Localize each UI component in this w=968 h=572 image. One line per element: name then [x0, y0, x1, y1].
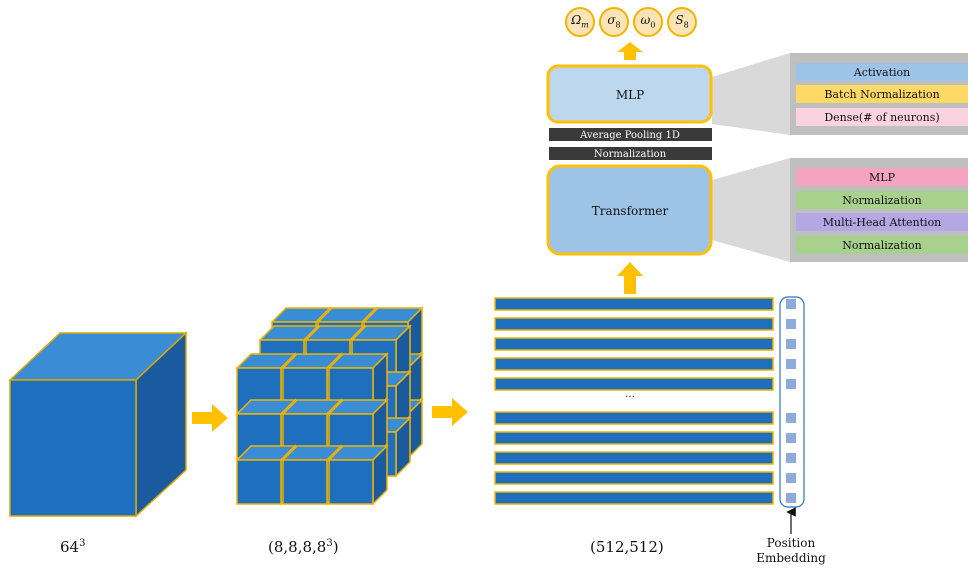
output-s-8	[667, 7, 697, 37]
position-embedding-squares	[786, 299, 796, 503]
mlp-block	[546, 64, 713, 124]
caption-sequence: (512,512)	[590, 538, 664, 556]
position-embedding-square	[786, 493, 796, 503]
token-bar	[494, 491, 774, 505]
caption-patches: (8,8,8,83)	[268, 538, 339, 556]
token-bar	[494, 377, 774, 391]
output-label-sigma-8: σ8	[607, 13, 621, 30]
arrow-cube-to-patches	[192, 404, 228, 432]
output-omega-0	[633, 7, 663, 37]
output-label-s-8: S8	[675, 13, 689, 30]
arrow-sequence-to-transformer	[617, 262, 643, 294]
transformer-detail-connector	[712, 158, 790, 262]
patch-cubes	[235, 306, 424, 506]
avg-pooling-label: Average Pooling 1D	[579, 130, 680, 141]
output-omega-m	[565, 7, 595, 37]
transformer-block-label: Transformer	[592, 204, 669, 218]
input-cube	[8, 331, 188, 518]
position-embedding-square	[786, 299, 796, 309]
position-embedding-square	[786, 319, 796, 329]
arrow-patches-to-sequence	[432, 398, 468, 426]
token-bar	[494, 451, 774, 465]
position-embedding-square	[786, 433, 796, 443]
output-sigma-8	[599, 7, 629, 37]
caption-cube: 643	[60, 538, 86, 556]
token-sequence	[494, 297, 774, 505]
output-parameters	[565, 7, 697, 37]
transformer-detail-multi-head-attention: Multi-Head Attention	[796, 213, 968, 231]
transformer-detail-normalization-bottom: Normalization	[796, 236, 968, 254]
transformer-detail-normalization-top: Normalization	[796, 191, 968, 209]
position-embedding-square	[786, 413, 796, 423]
mlp-detail-connector	[712, 53, 790, 135]
sequence-ellipsis: …	[625, 389, 635, 400]
mlp-block-label: MLP	[616, 88, 644, 102]
normalization-bar	[549, 147, 712, 160]
position-embedding-square	[786, 379, 796, 389]
mlp-detail-activation: Activation	[796, 63, 968, 81]
token-bar	[494, 471, 774, 485]
avg-pooling-bar	[549, 128, 712, 141]
position-embedding-square	[786, 339, 796, 349]
output-label-omega-m: Ωm	[571, 13, 589, 30]
position-embedding-square	[786, 359, 796, 369]
patch-cube	[327, 444, 389, 506]
arrow-mlp-to-outputs	[617, 42, 643, 60]
transformer-detail-mlp: MLP	[796, 168, 968, 186]
token-bar	[494, 411, 774, 425]
transformer-block	[546, 164, 713, 256]
caption-position-embedding: Position Embedding	[756, 536, 826, 565]
mlp-detail-dense: Dense(# of neurons)	[796, 108, 968, 126]
token-bar	[494, 337, 774, 351]
position-embedding-bracket	[779, 296, 805, 508]
position-embedding-square	[786, 473, 796, 483]
position-embedding-square	[786, 453, 796, 463]
normalization-bar-label: Normalization	[594, 149, 667, 160]
mlp-detail-batch-normalization: Batch Normalization	[796, 85, 968, 103]
token-bar	[494, 431, 774, 445]
token-bar	[494, 297, 774, 311]
token-bar	[494, 357, 774, 371]
output-label-omega-0: ω0	[640, 13, 656, 30]
patch-cube	[327, 398, 389, 460]
token-bar	[494, 317, 774, 331]
